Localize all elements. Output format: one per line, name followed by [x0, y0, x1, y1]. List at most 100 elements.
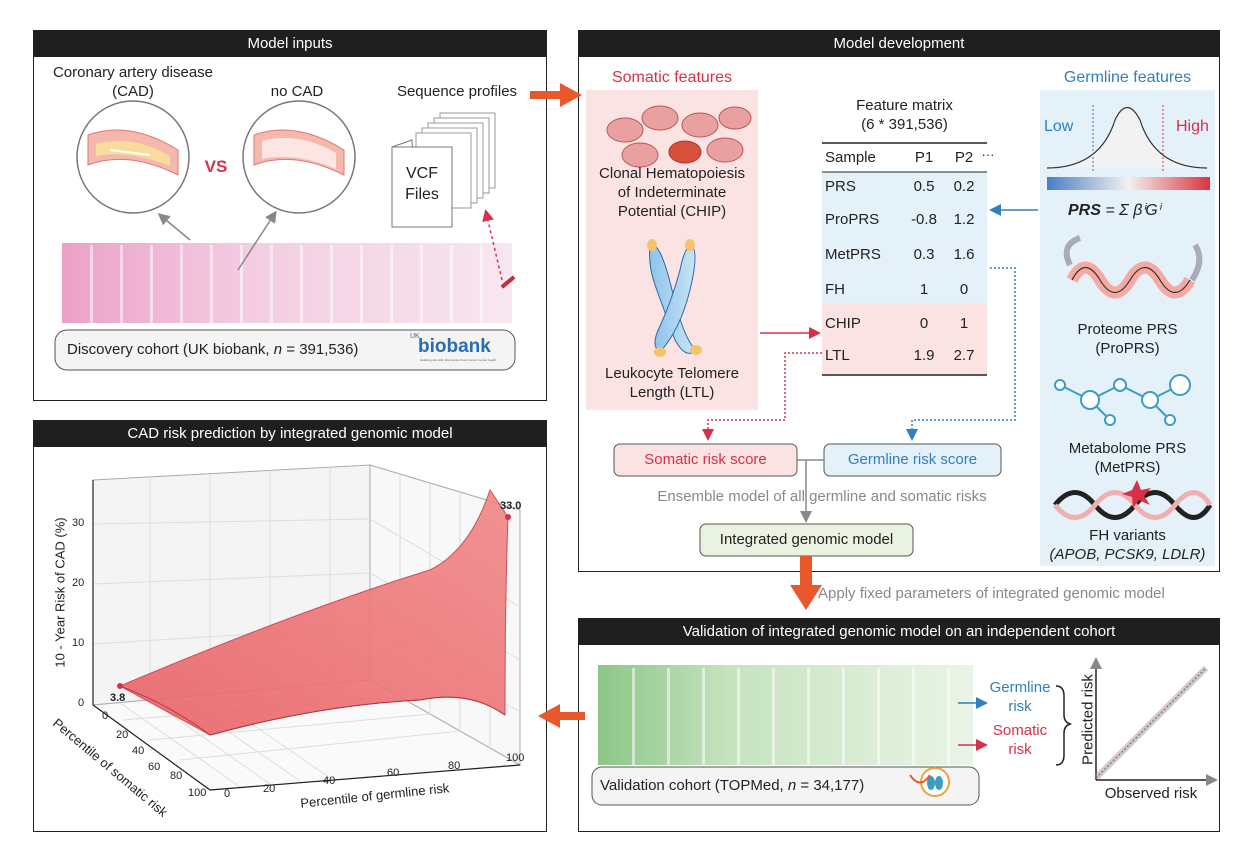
z-axis-label: 10 - Year Risk of CAD (%)	[52, 517, 68, 668]
discovery-cohort-box	[54, 329, 516, 371]
y-tick-40: 40	[132, 745, 145, 757]
discovery-cohort-text: Discovery cohort (UK biobank, n = 391,53…	[67, 341, 358, 358]
validation-cohort-box	[591, 766, 980, 806]
y-tick-20: 20	[116, 729, 129, 741]
calibration-plot	[1090, 657, 1218, 786]
green-people-row	[598, 665, 973, 768]
row-metprs-p2: 1.6	[953, 246, 975, 263]
chip-line1: Clonal Hematopoiesis	[599, 165, 745, 182]
metabolome-line1: Metabolome PRS	[1068, 440, 1187, 457]
integrated-model-label: Integrated genomic model	[719, 531, 894, 548]
max-value-label: 33.0	[500, 500, 522, 512]
row-prs-name: PRS	[825, 178, 856, 195]
x-tick-80: 80	[448, 760, 461, 772]
cad-label-line1: Coronary artery disease	[52, 64, 214, 81]
development-to-validation-arrow	[790, 556, 822, 610]
predicted-risk-label: Predicted risk	[1079, 674, 1097, 765]
no-cad-label: no CAD	[270, 83, 324, 100]
x-tick-60: 60	[387, 767, 400, 779]
row-prs-p1: 0.5	[913, 178, 935, 195]
somatic-risk-score-label: Somatic risk score	[644, 451, 767, 468]
biobank-uk-text: UK	[410, 333, 420, 340]
sequence-profiles-label: Sequence profiles	[396, 83, 518, 100]
pink-people-row	[62, 243, 516, 325]
row-proprs-p2: 1.2	[953, 211, 975, 228]
somatic-risk-line1: Somatic	[992, 722, 1048, 739]
z-tick-20: 20	[72, 577, 85, 589]
prs-formula: PRS = Σ βⁱGⁱ	[1068, 200, 1161, 220]
validation-cohort-text: Validation cohort (TOPMed, n = 34,177)	[600, 777, 864, 794]
germline-risk-line1: Germline	[989, 679, 1051, 696]
validation-title: Validation of integrated genomic model o…	[579, 619, 1219, 645]
row-proprs-name: ProPRS	[825, 211, 880, 228]
prs-low-label: Low	[1044, 118, 1074, 135]
biobank-logo: biobank	[418, 336, 491, 357]
ltl-line1: Leukocyte Telomere	[605, 365, 739, 382]
metabolome-line2: (MetPRS)	[1094, 459, 1161, 476]
vcf-line1: VCF	[406, 165, 438, 182]
table-header-p2: P2	[954, 149, 974, 166]
fh-line1: FH variants	[1089, 527, 1166, 544]
vcf-line2: Files	[405, 186, 439, 203]
somatic-features-label: Somatic features	[611, 69, 733, 86]
germline-risk-score-label: Germline risk score	[847, 451, 978, 468]
prs-formula-lhs: PRS	[1068, 202, 1101, 219]
row-chip-p1: 0	[919, 315, 929, 332]
cad-3d-plot	[91, 464, 522, 791]
feature-matrix-title-line1: Feature matrix	[856, 97, 953, 114]
artery-no-cad-icon	[242, 100, 356, 214]
chromosome-icon	[647, 239, 702, 357]
somatic-risk-line2: risk	[1008, 741, 1032, 758]
no-cad-pointer-arrow	[237, 210, 277, 271]
apply-parameters-text: Apply fixed parameters of integrated gen…	[818, 585, 1165, 602]
x-tick-0: 0	[224, 788, 231, 800]
metabolome-network-icon	[1054, 374, 1191, 426]
matrix-to-somatic-score-arrow	[702, 352, 822, 441]
x-tick-40: 40	[323, 775, 336, 787]
row-fh-p1: 1	[919, 281, 929, 298]
blood-cells-icon	[606, 105, 752, 168]
validation-cohort-n: n	[787, 777, 797, 794]
dna-icon	[1053, 480, 1213, 520]
cad-pointer-arrow	[157, 213, 191, 241]
row-ltl-p2: 2.7	[953, 347, 975, 364]
model-inputs-title: Model inputs	[34, 31, 546, 57]
discovery-cohort-prefix: Discovery cohort (UK biobank,	[67, 341, 274, 358]
z-tick-10: 10	[72, 637, 85, 649]
y-tick-0: 0	[102, 710, 109, 722]
row-fh-name: FH	[825, 281, 845, 298]
y-tick-100: 100	[188, 787, 207, 799]
observed-risk-label: Observed risk	[1104, 785, 1198, 802]
z-tick-0: 0	[78, 697, 85, 709]
row-metprs-name: MetPRS	[825, 246, 881, 263]
feature-matrix-title-line2: (6 * 391,536)	[861, 116, 948, 133]
y-tick-80: 80	[170, 770, 183, 782]
y-tick-60: 60	[148, 761, 161, 773]
model-development-title: Model development	[579, 31, 1219, 57]
vs-label: VS	[204, 157, 228, 176]
cad-risk-title: CAD risk prediction by integrated genomi…	[34, 421, 546, 447]
x-tick-100: 100	[506, 752, 525, 764]
matrix-to-germline-score-arrow	[906, 267, 1016, 441]
table-header-more: ···	[981, 147, 995, 162]
prs-high-label: High	[1176, 118, 1209, 135]
row-chip-p2: 1	[959, 315, 969, 332]
row-ltl-name: LTL	[825, 347, 850, 364]
row-ltl-p1: 1.9	[913, 347, 935, 364]
germline-features-label: Germline features	[1063, 69, 1192, 86]
prs-distribution-icon	[1046, 105, 1210, 190]
vcf-files-icon	[391, 112, 496, 228]
germline-risk-line2: risk	[1008, 698, 1032, 715]
lungs-dna-icon	[909, 767, 950, 797]
row-proprs-p1: -0.8	[911, 211, 937, 228]
validation-cohort-prefix: Validation cohort (TOPMed,	[600, 777, 788, 794]
row-prs-p2: 0.2	[953, 178, 975, 195]
table-header-p1: P1	[914, 149, 934, 166]
proteome-line2: (ProPRS)	[1095, 340, 1160, 357]
z-tick-30: 30	[72, 517, 85, 529]
proteome-line1: Proteome PRS	[1077, 321, 1178, 338]
table-header-sample: Sample	[825, 149, 876, 166]
prs-formula-rhs: = Σ βⁱGⁱ	[1105, 202, 1161, 219]
somatic-rows-bg	[822, 303, 987, 375]
